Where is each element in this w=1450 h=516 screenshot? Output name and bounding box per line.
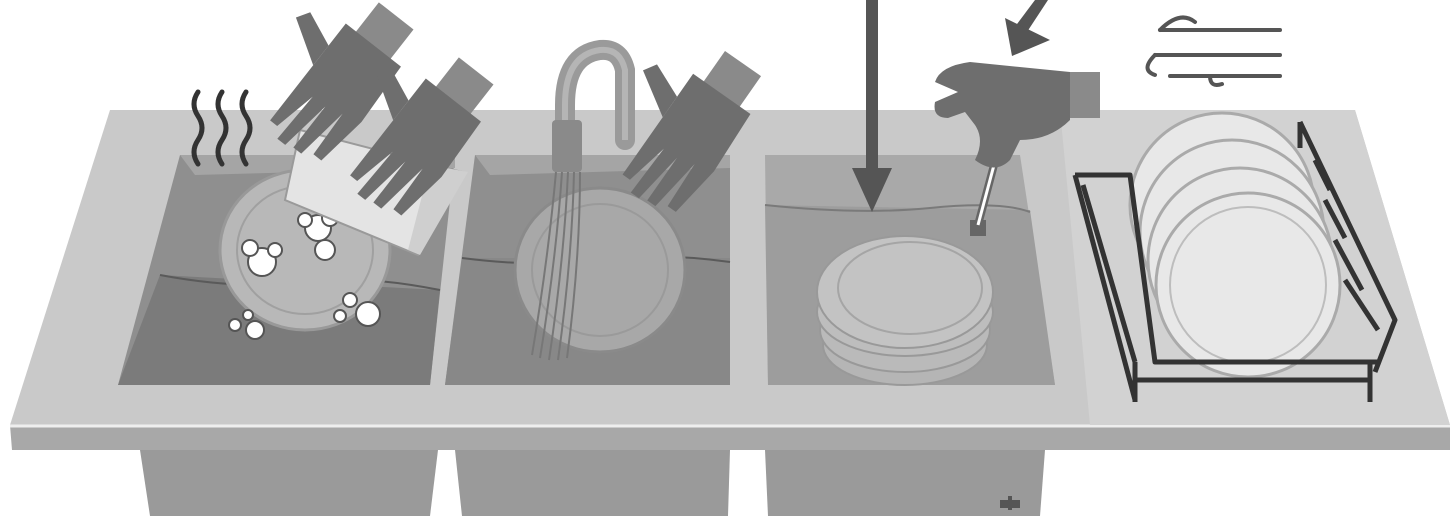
arrow-down-icon (1005, 0, 1050, 56)
arrow-down-icon (852, 0, 892, 212)
air-dry-icon (1148, 18, 1281, 86)
sink-cabinets (140, 450, 1045, 516)
rinse-plate (515, 188, 685, 352)
plate-stack-icon (817, 236, 993, 385)
